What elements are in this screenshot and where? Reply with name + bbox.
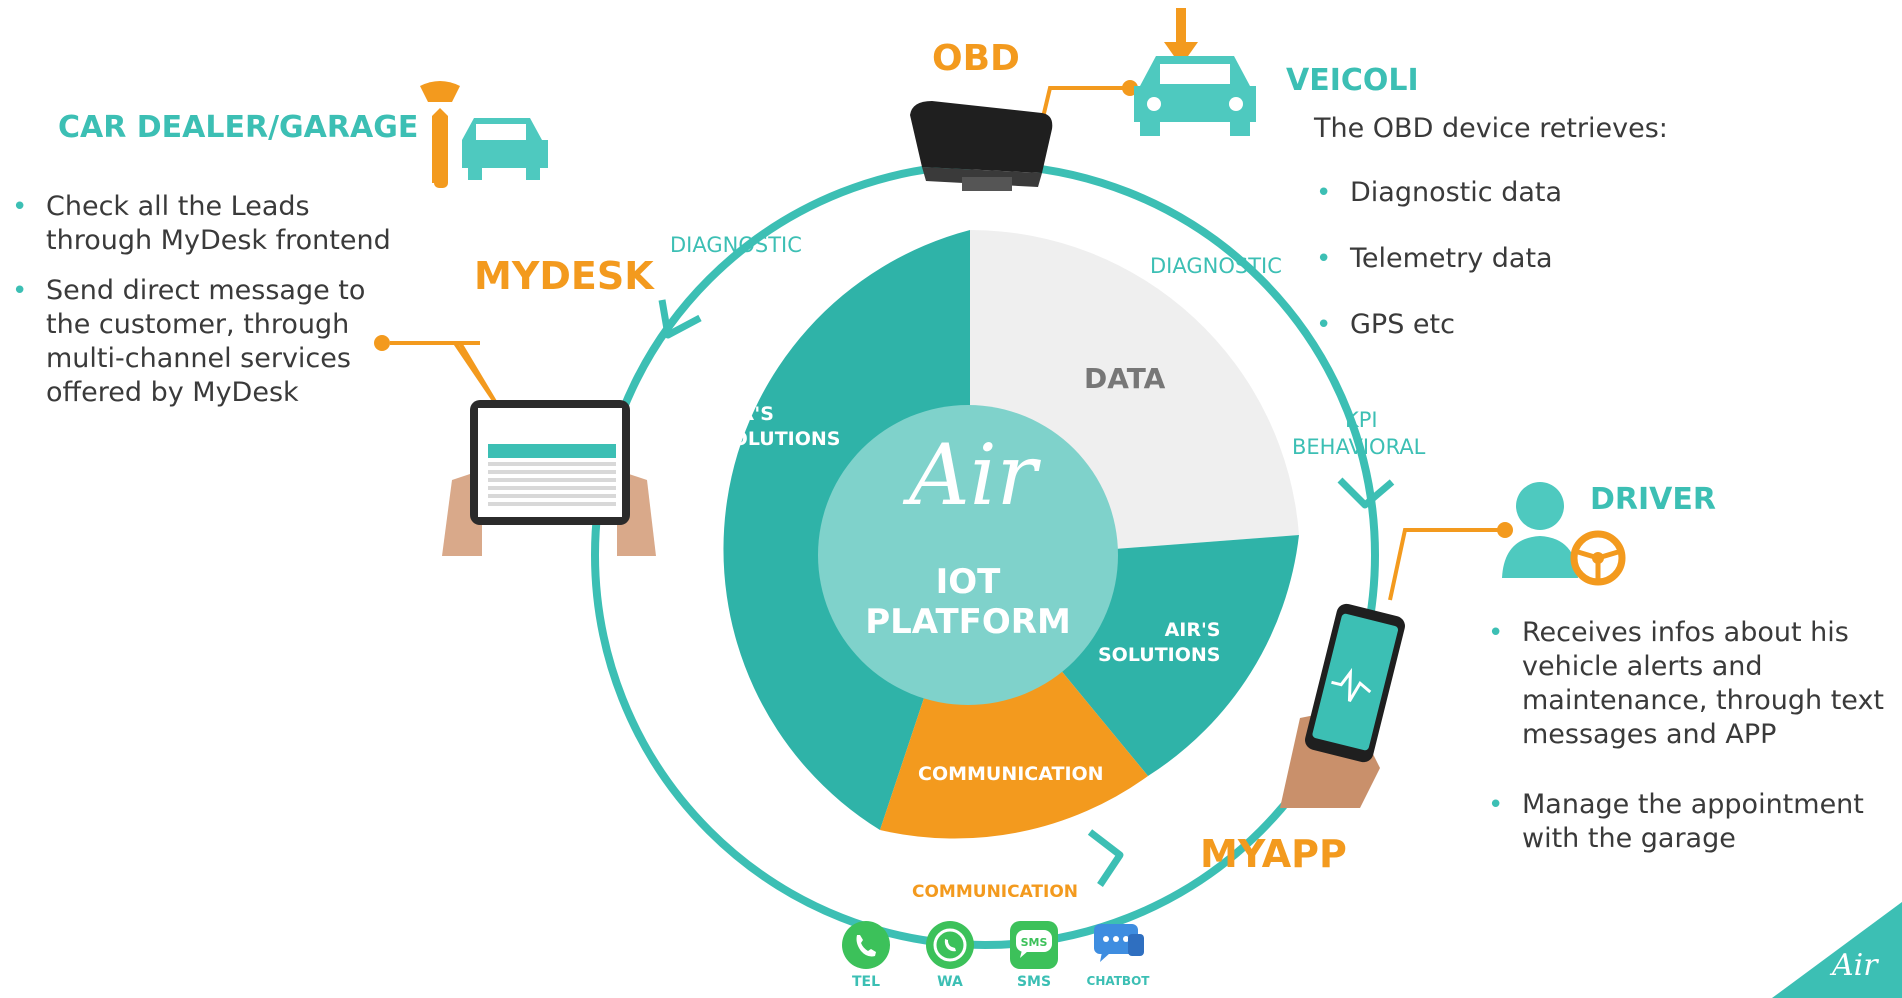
flow-label-diagnostic-left: DIAGNOSTIC: [670, 233, 802, 257]
driver-title: DRIVER: [1590, 482, 1716, 517]
flow-label-behavioral: BEHAVIORAL: [1292, 435, 1426, 459]
channel-wa: WA: [910, 920, 990, 990]
veicoli-bullets: Diagnostic data Telemetry data GPS etc: [1316, 176, 1696, 358]
channel-label: TEL: [851, 974, 881, 990]
segment-label-solutions-right: AIR'S SOLUTIONS: [1098, 619, 1221, 666]
channel-tel: TEL: [826, 920, 906, 990]
obd-title: OBD: [932, 38, 1020, 79]
channel-label: SMS: [1016, 974, 1052, 990]
mydesk-tablet-image: [442, 400, 656, 556]
flow-label-communication: COMMUNICATION: [912, 882, 1079, 902]
segment-label-communication: COMMUNICATION: [918, 763, 1104, 785]
veicoli-bullet: Telemetry data: [1316, 242, 1696, 276]
obd-device-icon: [910, 101, 1053, 191]
connector-driver: [1388, 528, 1505, 601]
segment-label-solutions-left: AIR'S SOLUTIONS: [718, 403, 841, 450]
chatbot-icon: [1094, 924, 1144, 962]
mydesk-title: MYDESK: [474, 254, 654, 298]
channel-sms: SMS SMS: [994, 920, 1074, 990]
ring-arrow-kpi-icon: [1337, 477, 1395, 509]
driver-bullet: Receives infos about his vehicle alerts …: [1488, 616, 1888, 752]
myapp-title: MYAPP: [1200, 832, 1347, 876]
ring-arrow-communication-icon: [1087, 829, 1124, 887]
channel-label: CHATBOT: [1086, 974, 1150, 988]
flow-label-diagnostic-right: DIAGNOSTIC: [1150, 254, 1282, 278]
car-dealer-title: CAR DEALER/GARAGE: [58, 110, 419, 145]
channel-label: WA: [937, 974, 963, 990]
driver-bullets: Receives infos about his vehicle alerts …: [1488, 616, 1888, 872]
segment-label-data: DATA: [1084, 362, 1166, 395]
myapp-phone-image: [1280, 603, 1405, 808]
platform-pie: [723, 230, 1299, 839]
channel-chatbot: CHATBOT: [1078, 920, 1158, 988]
garage-wrench-car-icon: [420, 81, 548, 188]
veicoli-bullet: GPS etc: [1316, 308, 1696, 342]
car-dealer-bullet: Check all the Leads through MyDesk front…: [12, 190, 412, 258]
platform-center: [818, 405, 1118, 705]
driver-steering-icon: [1502, 482, 1626, 586]
corner-logo-badge: [1772, 902, 1902, 998]
channel-list: TEL WA SMS SMS CHATBOT: [826, 920, 1156, 998]
svg-text:SMS: SMS: [1021, 936, 1048, 949]
ring-arrow-diagnostic-icon: [658, 299, 702, 339]
vehicle-car-icon: [1134, 8, 1256, 136]
center-title: IOT PLATFORM: [865, 562, 1071, 642]
whatsapp-icon: [926, 921, 974, 969]
flow-label-kpi: KPI: [1345, 408, 1378, 432]
corner-air-logo: Air: [1832, 948, 1878, 983]
veicoli-intro: The OBD device retrieves:: [1314, 113, 1668, 144]
phone-icon: [842, 921, 890, 969]
car-dealer-bullets: Check all the Leads through MyDesk front…: [12, 190, 412, 426]
veicoli-title: VEICOLI: [1286, 63, 1419, 98]
driver-bullet: Manage the appointment with the garage: [1488, 788, 1888, 856]
veicoli-bullet: Diagnostic data: [1316, 176, 1696, 210]
sms-icon: SMS: [1010, 921, 1058, 969]
air-logo: Air: [909, 426, 1037, 524]
car-dealer-bullet: Send direct message to the customer, thr…: [12, 274, 412, 410]
